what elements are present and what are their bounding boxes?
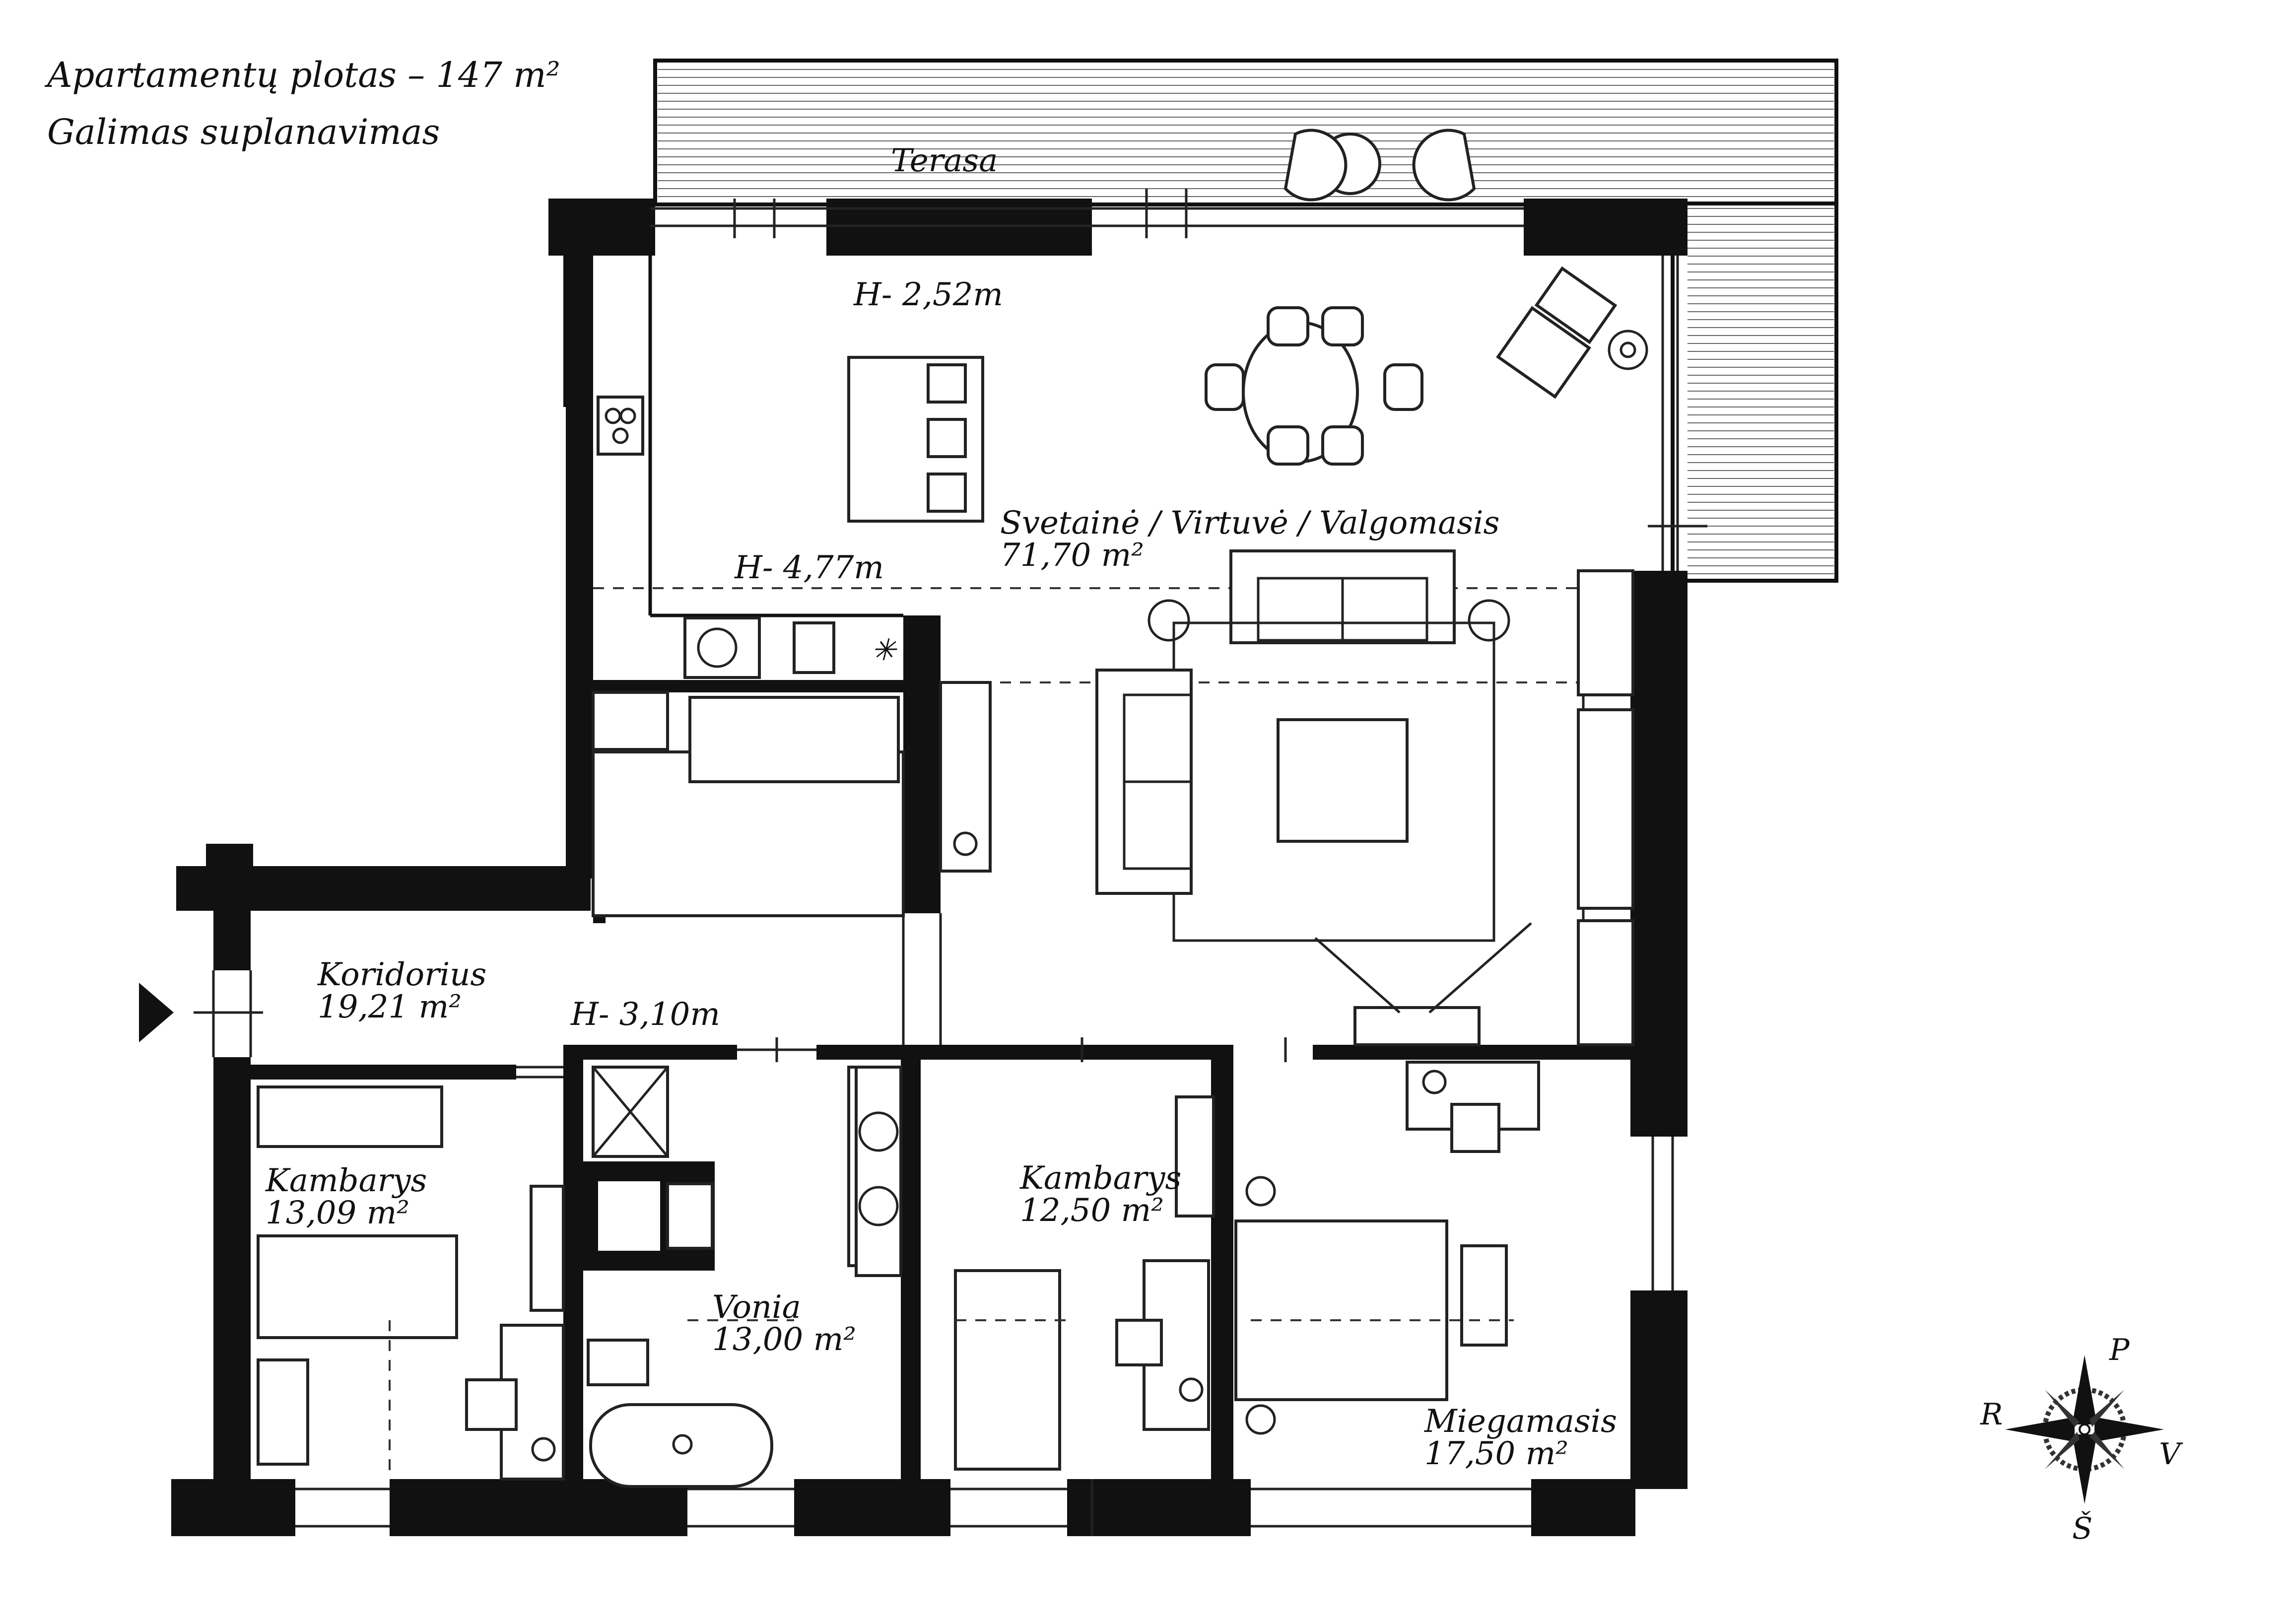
corridor-label: Koridorius [317, 956, 486, 993]
corridor-height: H- 3,10m [570, 996, 720, 1033]
bedroom-furniture [1234, 1061, 1540, 1435]
living-area: 71,70 m² [1000, 537, 1144, 574]
mid-room-label: Kambarys [1019, 1160, 1181, 1197]
compass-west: R [1980, 1397, 2003, 1432]
compass-south: Š [2072, 1511, 2093, 1546]
thin-lines [194, 189, 1707, 1536]
left-room-furniture [257, 1185, 565, 1481]
terrace-furniture [1283, 129, 1476, 202]
mid-room-furniture [954, 1095, 1215, 1471]
plan-subtitle: Galimas suplanavimas [47, 112, 440, 152]
bathroom-label: Vonia [712, 1289, 801, 1326]
living-label: Svetainė / Virtuvė / Valgomasis [1000, 505, 1499, 541]
ceiling-lines [593, 587, 1630, 683]
dashed-details [389, 1319, 1514, 1479]
mid-room-area: 12,50 m² [1020, 1192, 1164, 1229]
plan-title: Apartamentų plotas – 147 m² [44, 55, 560, 95]
living-furniture [939, 549, 1634, 1046]
asterisk-icon: ✳ [871, 633, 897, 668]
interior-walls [251, 615, 1635, 1482]
left-room-area: 13,09 m² [266, 1195, 409, 1231]
left-room-label: Kambarys [265, 1162, 427, 1199]
bathroom-fixtures [587, 1066, 902, 1488]
compass-north: P [2109, 1333, 2130, 1367]
compass-east: V [2159, 1437, 2183, 1472]
kitchen-height: H- 2,52m [853, 276, 1003, 313]
bedroom-label: Miegamasis [1424, 1403, 1617, 1440]
compass-rose-icon: P Š V R [1980, 1333, 2183, 1546]
dining-set [1205, 306, 1423, 466]
bathroom-area: 13,00 m² [712, 1321, 856, 1358]
kitchen: ✳ [597, 356, 984, 679]
triangle-arrow-icon [139, 983, 174, 1042]
exterior-walls [171, 199, 1688, 1536]
terrace-label: Terasa [891, 142, 998, 179]
room-labels: Terasa Svetainė / Virtuvė / Valgomasis 7… [265, 142, 1617, 1472]
terrace-deck [653, 59, 1838, 583]
living-height: H- 4,77m [734, 549, 884, 586]
bedroom-area: 17,50 m² [1424, 1435, 1568, 1472]
lounge-chair [1496, 266, 1648, 399]
corridor-area: 19,21 m² [318, 989, 462, 1025]
